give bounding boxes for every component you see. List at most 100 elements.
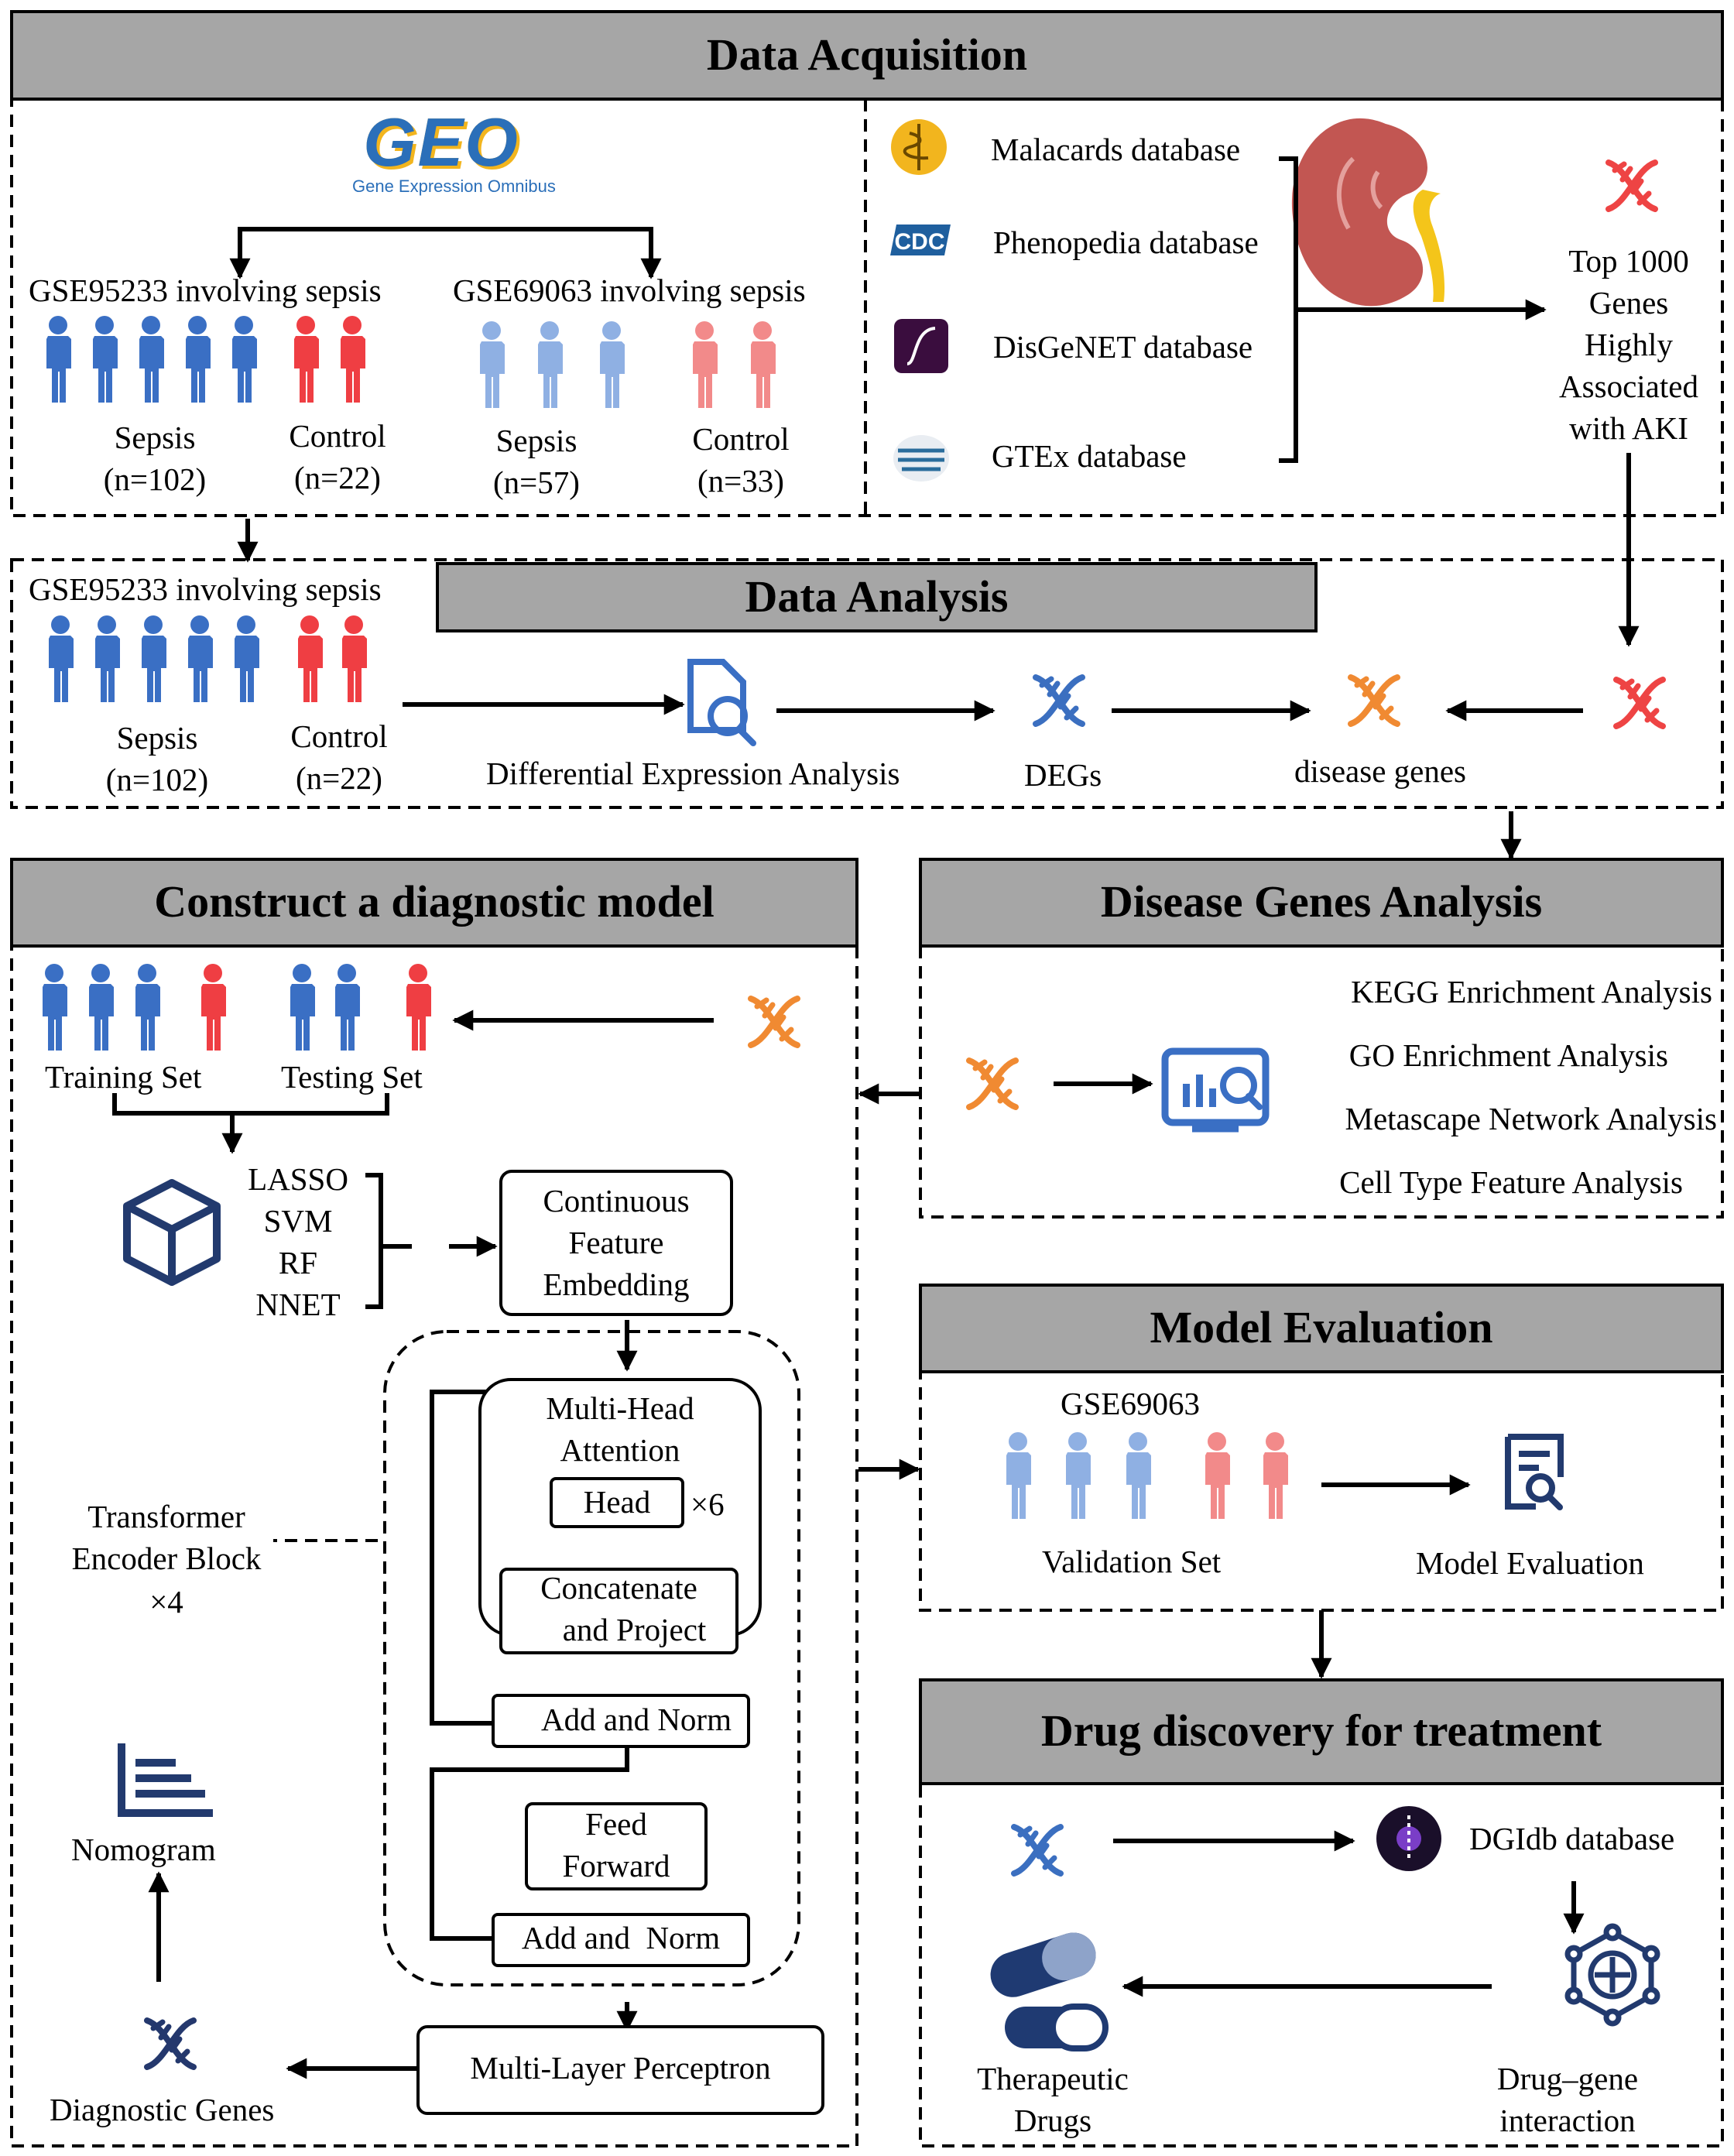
disgenet-logo <box>894 319 948 373</box>
mha-line2: Attention <box>560 1432 680 1468</box>
flow-arrows <box>148 227 1640 2079</box>
kidney-icon <box>1291 118 1445 307</box>
top-genes-line1: Top 1000 <box>1568 243 1689 279</box>
encoder-line3: ×4 <box>149 1584 183 1620</box>
embedding-line3: Embedding <box>543 1267 690 1302</box>
svg-text:CDC: CDC <box>895 229 945 255</box>
people-testing <box>290 964 360 1051</box>
top-genes-line4: Associated <box>1559 368 1698 404</box>
interaction-line2: interaction <box>1499 2103 1636 2138</box>
db-malacards: Malacards database <box>991 132 1241 167</box>
network-icon <box>1564 1923 1660 2027</box>
people-training-control <box>201 964 226 1051</box>
dna-icon-degs <box>1036 677 1082 724</box>
dga-metascape: Metascape Network Analysis <box>1345 1101 1718 1136</box>
header-data-acquisition: Data Acquisition <box>706 29 1028 80</box>
dna-icon-disease-genes <box>1351 677 1397 724</box>
validation-set-label: Validation Set <box>1042 1544 1222 1579</box>
testing-set-label: Testing Set <box>281 1059 423 1095</box>
dataset2-control-n: (n=33) <box>697 463 784 499</box>
analytics-monitor-icon <box>1161 1047 1270 1133</box>
encoder-line1: Transformer <box>87 1499 245 1534</box>
people-control-gse95233 <box>294 316 365 403</box>
model-boxes <box>416 1170 824 2115</box>
head-times6: ×6 <box>691 1486 725 1522</box>
degs-label: DEGs <box>1024 757 1102 793</box>
method-lasso: LASSO <box>248 1161 348 1197</box>
people-sepsis-gse95233 <box>46 316 257 403</box>
head-label: Head <box>583 1484 651 1520</box>
people-training <box>43 964 160 1051</box>
addnorm1-label: Add and Norm <box>541 1702 732 1737</box>
dna-icon-aki <box>1616 680 1663 726</box>
dna-icon-model-input <box>751 999 797 1045</box>
dga-cell-type: Cell Type Feature Analysis <box>1339 1164 1683 1200</box>
concat-line2: and Project <box>562 1612 707 1647</box>
people-control-gse69063 <box>693 321 776 408</box>
people-control-analysis <box>298 615 367 702</box>
dataset1-title: GSE95233 involving sepsis <box>29 272 382 308</box>
encoder-line2: Encoder Block <box>71 1541 262 1576</box>
analysis-control-label: Control <box>290 718 388 754</box>
dna-icon-diagnostic <box>147 2021 194 2067</box>
header-data-analysis: Data Analysis <box>745 571 1009 622</box>
diagnostic-genes-label: Diagnostic Genes <box>50 2092 275 2127</box>
dataset2-sepsis-label: Sepsis <box>495 423 577 458</box>
top-genes-line2: Genes <box>1588 285 1669 320</box>
dgidb-label: DGIdb database <box>1469 1821 1675 1856</box>
dataset2-sepsis-n: (n=57) <box>493 464 580 500</box>
dataset1-sepsis-label: Sepsis <box>114 420 196 455</box>
analysis-sepsis-label: Sepsis <box>116 720 198 756</box>
header-construct-model: Construct a diagnostic model <box>154 876 715 927</box>
gtex-logo <box>893 435 949 482</box>
dna-icon-top-genes <box>1609 163 1655 209</box>
disease-genes-label: disease genes <box>1294 753 1466 789</box>
method-nnet: NNET <box>255 1287 341 1322</box>
header-disease-genes-analysis: Disease Genes Analysis <box>1100 876 1543 927</box>
db-phenopedia: Phenopedia database <box>993 225 1259 260</box>
concat-line1: Concatenate <box>540 1570 697 1606</box>
method-rf: RF <box>278 1245 318 1280</box>
db-disgenet: DisGeNET database <box>993 329 1253 365</box>
addnorm2-label: Add and Norm <box>521 1920 721 1955</box>
db-gtex: GTEx database <box>992 438 1187 474</box>
pills-icon <box>990 1932 1109 2051</box>
dataset1-sepsis-n: (n=102) <box>103 461 207 497</box>
geo-logo: GEO Gene Expression Omnibus <box>352 104 556 197</box>
people-testing-control <box>406 964 431 1051</box>
people-sepsis-analysis <box>49 615 259 702</box>
dgidb-logo <box>1376 1806 1441 1871</box>
malacards-logo <box>891 119 947 175</box>
cdc-logo: CDC <box>890 225 951 255</box>
analysis-sepsis-n: (n=102) <box>105 762 209 797</box>
model-evaluation-label: Model Evaluation <box>1416 1545 1644 1581</box>
people-sepsis-gse69063 <box>480 321 625 408</box>
embedding-line1: Continuous <box>543 1183 690 1219</box>
nomogram-label: Nomogram <box>71 1832 216 1867</box>
dataset2-title: GSE69063 involving sepsis <box>453 272 806 308</box>
therapeutic-line2: Drugs <box>1013 2103 1092 2138</box>
dea-label: Differential Expression Analysis <box>486 756 900 791</box>
dga-go: GO Enrichment Analysis <box>1348 1037 1668 1073</box>
dna-icon-drug <box>1014 1827 1061 1873</box>
method-svm: SVM <box>263 1203 333 1239</box>
embedding-line2: Feature <box>568 1225 664 1260</box>
analysis-control-n: (n=22) <box>296 760 382 796</box>
training-set-label: Training Set <box>45 1059 202 1095</box>
header-bars <box>10 10 1724 1785</box>
interaction-line1: Drug–gene <box>1496 2061 1639 2096</box>
dataset2-control-label: Control <box>692 421 790 457</box>
connector-lines <box>112 156 1369 1941</box>
dna-icon-dga <box>969 1061 1016 1107</box>
feed-line1: Feed <box>585 1806 647 1842</box>
dga-kegg: KEGG Enrichment Analysis <box>1351 974 1712 1009</box>
header-drug-discovery: Drug discovery for treatment <box>1040 1705 1602 1756</box>
evaluation-document-icon <box>1505 1434 1564 1510</box>
mha-line1: Multi-Head <box>546 1390 694 1426</box>
therapeutic-line1: Therapeutic <box>977 2061 1129 2096</box>
feed-line2: Forward <box>562 1848 670 1884</box>
cube-icon <box>123 1179 221 1286</box>
dataset1-control-n: (n=22) <box>294 460 381 495</box>
